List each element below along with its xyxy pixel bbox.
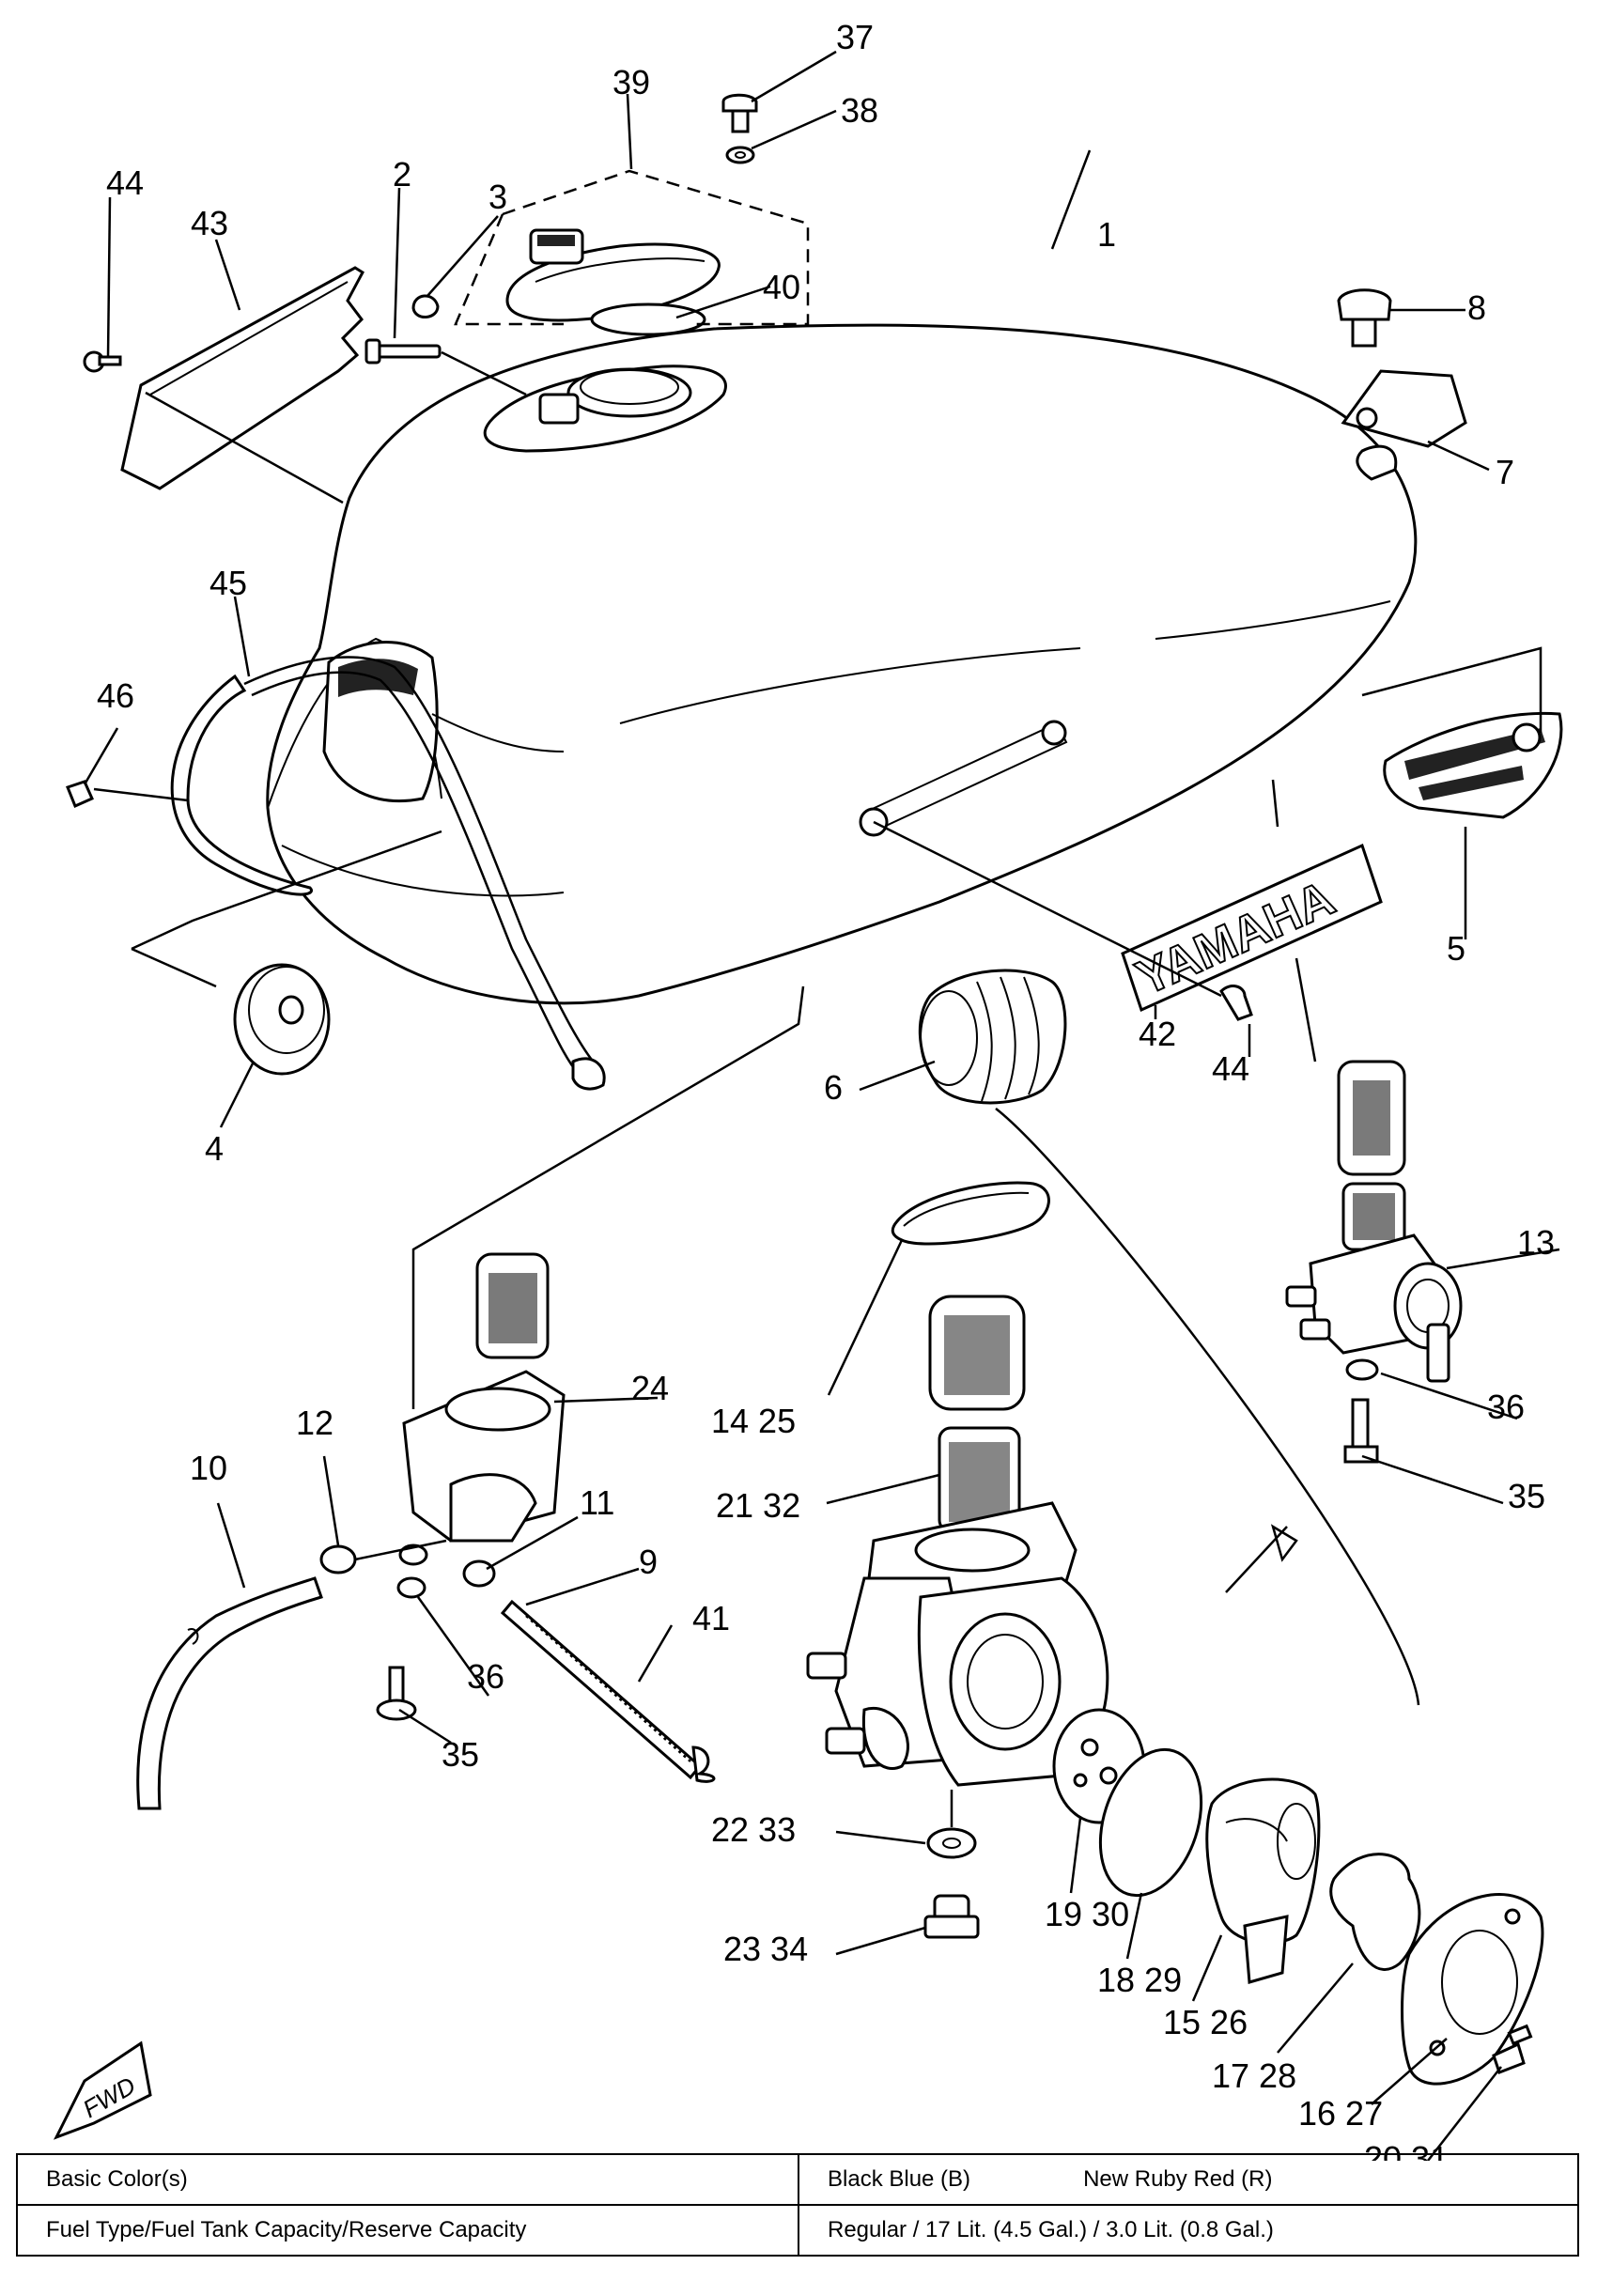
cap-bolt [721, 93, 758, 164]
callout-label: 1 [1097, 215, 1116, 254]
reference-lines [93, 350, 1543, 1827]
callout-label: 45 [209, 564, 247, 602]
tank-damper [918, 969, 1067, 1105]
callout-label: 44 [1212, 1049, 1249, 1088]
callout-label: 40 [763, 268, 800, 306]
yamaha-emblem: YAMAHA [1121, 843, 1383, 1021]
drain-bolt [923, 1894, 980, 1939]
fuel-cock-left [398, 1252, 566, 1566]
callout-label: 46 [97, 676, 134, 715]
spec-row-color: Basic Color(s) Black Blue (B) New Ruby Re… [16, 2153, 1579, 2206]
callout-label: 15 26 [1163, 2003, 1248, 2041]
color-option-2: New Ruby Red (R) [1083, 2166, 1273, 2192]
callout-label: 36 [1487, 1388, 1525, 1426]
callout-labels: 37 39 38 44 2 3 43 1 40 8 7 45 46 5 42 4… [97, 18, 1555, 2161]
rod-spring [500, 1599, 716, 1783]
callout-label: 38 [841, 91, 878, 130]
callout-label: 16 27 [1298, 2094, 1383, 2133]
color-option-1: Black Blue (B) [828, 2166, 971, 2192]
fuel-cock-right [1285, 1060, 1463, 1464]
drain-washer [926, 1827, 977, 1859]
spec-label-fuel: Fuel Type/Fuel Tank Capacity/Reserve Cap… [16, 2204, 799, 2257]
callout-label: 23 34 [723, 1930, 808, 1968]
callout-label: 44 [106, 163, 144, 202]
tank-emblem-left [83, 266, 364, 490]
fuel-cap [505, 228, 721, 336]
callout-label: 37 [836, 18, 874, 56]
knee-pad [1383, 711, 1563, 819]
fuel-hose [136, 1576, 323, 1810]
callout-label: 7 [1496, 453, 1514, 491]
callout-label: 8 [1467, 288, 1486, 327]
callout-label: 6 [824, 1068, 843, 1107]
callout-label: 21 32 [716, 1486, 800, 1525]
spec-label-color: Basic Color(s) [16, 2153, 799, 2206]
fuel-tank-exploded-diagram: YAMAHA [53, 18, 1563, 2161]
spec-row-fuel: Fuel Type/Fuel Tank Capacity/Reserve Cap… [16, 2204, 1579, 2257]
spec-table: Basic Color(s) Black Blue (B) New Ruby Re… [16, 2153, 1579, 2257]
callout-label: 14 25 [711, 1402, 796, 1440]
cap-assembly-outline [454, 169, 810, 326]
callout-label: 2 [393, 155, 411, 194]
lever-gasket [1329, 1853, 1421, 1971]
spec-value-fuel: Regular / 17 Lit. (4.5 Gal.) / 3.0 Lit. … [798, 2204, 1579, 2257]
callout-label: 4 [205, 1129, 224, 1168]
callout-label: 22 33 [711, 1810, 796, 1849]
lever-screw [1492, 2024, 1533, 2074]
leader-lines [83, 50, 1560, 2161]
callout-label: 35 [1508, 1477, 1545, 1515]
callout-label: 12 [296, 1404, 333, 1442]
fuel-cock-center [806, 1295, 1109, 1787]
callout-label: 10 [190, 1449, 227, 1487]
callout-label: 3 [488, 178, 507, 216]
callout-label: 43 [191, 204, 228, 242]
callout-label: 36 [467, 1657, 504, 1696]
filler-bolt [364, 294, 442, 365]
grommet [233, 963, 331, 1076]
fuel-tank-body [266, 323, 1418, 1005]
callout-label: 5 [1447, 929, 1465, 968]
callout-label: 17 28 [1212, 2056, 1296, 2095]
callout-label: 39 [612, 63, 650, 101]
o-ring [1098, 1747, 1203, 1898]
callout-label: 18 29 [1097, 1961, 1182, 1999]
left-screw [376, 1576, 426, 1721]
strainer-gasket [891, 1181, 1050, 1246]
callout-label: 24 [631, 1369, 669, 1407]
callout-label: 9 [639, 1543, 658, 1581]
callout-label: 42 [1139, 1015, 1176, 1053]
filler-neck [483, 365, 727, 453]
callout-label: 13 [1517, 1223, 1555, 1262]
callout-label: 35 [442, 1735, 479, 1774]
tank-bracket [1337, 288, 1467, 481]
edge-trim [66, 656, 606, 1091]
callout-label: 11 [580, 1483, 614, 1522]
spec-value-color: Black Blue (B) New Ruby Red (R) [798, 2153, 1579, 2206]
callout-label: 41 [692, 1599, 730, 1637]
forward-arrow-icon: FWD [53, 2040, 152, 2140]
callout-label: 19 30 [1045, 1895, 1129, 1933]
lever-body [1205, 1777, 1321, 1984]
